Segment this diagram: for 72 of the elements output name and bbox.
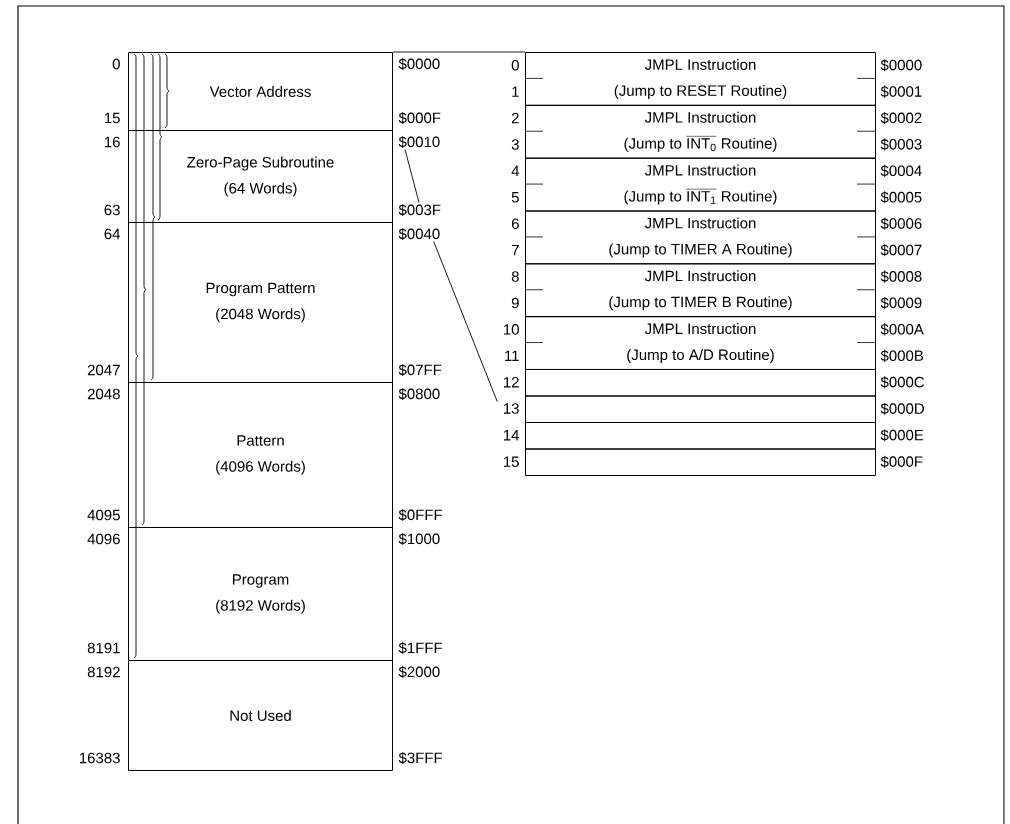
address-label: $0000 (880, 59, 922, 72)
word-number: 63 (104, 204, 120, 216)
address-label: $0009 (880, 296, 922, 310)
vector-entry-box: JMPL Instruction (Jump to TIMER A Routine) (525, 210, 876, 265)
address-label: $0002 (880, 112, 922, 125)
address-label: $0040 (398, 227, 440, 241)
address-label: $003F (398, 203, 441, 217)
empty-row-box (525, 448, 876, 476)
address-label: $000F (398, 111, 441, 125)
address-label: $0004 (880, 164, 922, 177)
address-label: $0003 (880, 138, 922, 151)
vector-entry-box: JMPL Instruction (Jump to A/D Routine) (525, 316, 876, 370)
word-number: 8 (511, 271, 519, 282)
address-label: $000C (880, 376, 925, 389)
memory-block: Vector Address (128, 52, 393, 131)
address-label: $000B (880, 349, 924, 362)
vector-entry-box: JMPL Instruction $\text{(Jump to }\overline{\text{INT}_{\text{1}}}\text{ Routine)}$ (525, 157, 876, 212)
empty-row-box (525, 422, 876, 450)
address-label: $1000 (398, 532, 440, 546)
vector-entry-box: JMPL Instruction $\text{(Jump to }\overline{\text{INT}_{\text{0}}}\text{ Routine)}$ (525, 104, 876, 159)
memory-block: Not Used (128, 660, 393, 771)
word-number: 8192 (87, 666, 120, 678)
address-label: $0005 (880, 191, 922, 204)
address-label: $000A (880, 323, 924, 336)
memory-block: Pattern (4096 Words) (128, 382, 393, 528)
address-label: $0010 (398, 135, 440, 149)
memory-block: Zero-Page Subroutine (64 Words) (128, 130, 393, 223)
word-number: 4096 (87, 533, 120, 545)
word-number: 2048 (87, 388, 120, 400)
word-number: 12 (503, 377, 519, 388)
word-number: 14 (503, 430, 520, 441)
word-number: 2 (511, 112, 519, 124)
memory-block: Program Pattern (2048 Words) (128, 222, 393, 383)
word-number: 7 (511, 245, 519, 256)
empty-row-box (525, 369, 876, 397)
address-label: $000D (880, 402, 924, 415)
word-number: 4095 (87, 509, 120, 521)
address-label: 13 (503, 403, 519, 414)
address-label: $0FFF (398, 508, 443, 522)
word-number: 15 (104, 112, 120, 124)
word-number: 3 (511, 139, 519, 150)
address-label: $0001 (880, 85, 922, 98)
word-number: 9 (511, 297, 519, 309)
address-label: $07FF (398, 363, 442, 377)
address-label: $0800 (398, 387, 440, 401)
word-number: 5 (511, 192, 519, 203)
connector-line (392, 51, 526, 53)
word-number: 64 (104, 228, 121, 240)
address-label: $0000 (398, 57, 440, 71)
address-label: $0008 (880, 270, 922, 283)
address-label: $000E (880, 429, 924, 442)
empty-row-box (525, 395, 876, 423)
word-number: 4 (511, 165, 520, 177)
address-label: $0007 (880, 244, 922, 257)
word-number: 0 (511, 59, 519, 71)
word-number: 16 (104, 136, 120, 148)
address-label: $000F (880, 455, 923, 468)
word-number: 15 (503, 456, 519, 467)
word-number: 11 (505, 350, 519, 361)
address-label: $0006 (880, 217, 922, 230)
leader-line (404, 149, 420, 203)
word-number: 6 (511, 218, 519, 230)
vector-entry-box: JMPL Instruction (Jump to TIMER B Routine) (525, 263, 876, 318)
leader-line (433, 241, 498, 403)
address-label: $2000 (398, 665, 440, 679)
word-number: 1 (512, 86, 519, 97)
word-number: 10 (503, 324, 519, 335)
address-label: $1FFF (398, 641, 443, 655)
vector-entry-box: JMPL Instruction (Jump to RESET Routine) (525, 52, 876, 106)
word-number: 2047 (87, 364, 120, 376)
word-number: 8191 (87, 642, 120, 654)
memory-block: Program (8192 Words) (128, 527, 393, 661)
